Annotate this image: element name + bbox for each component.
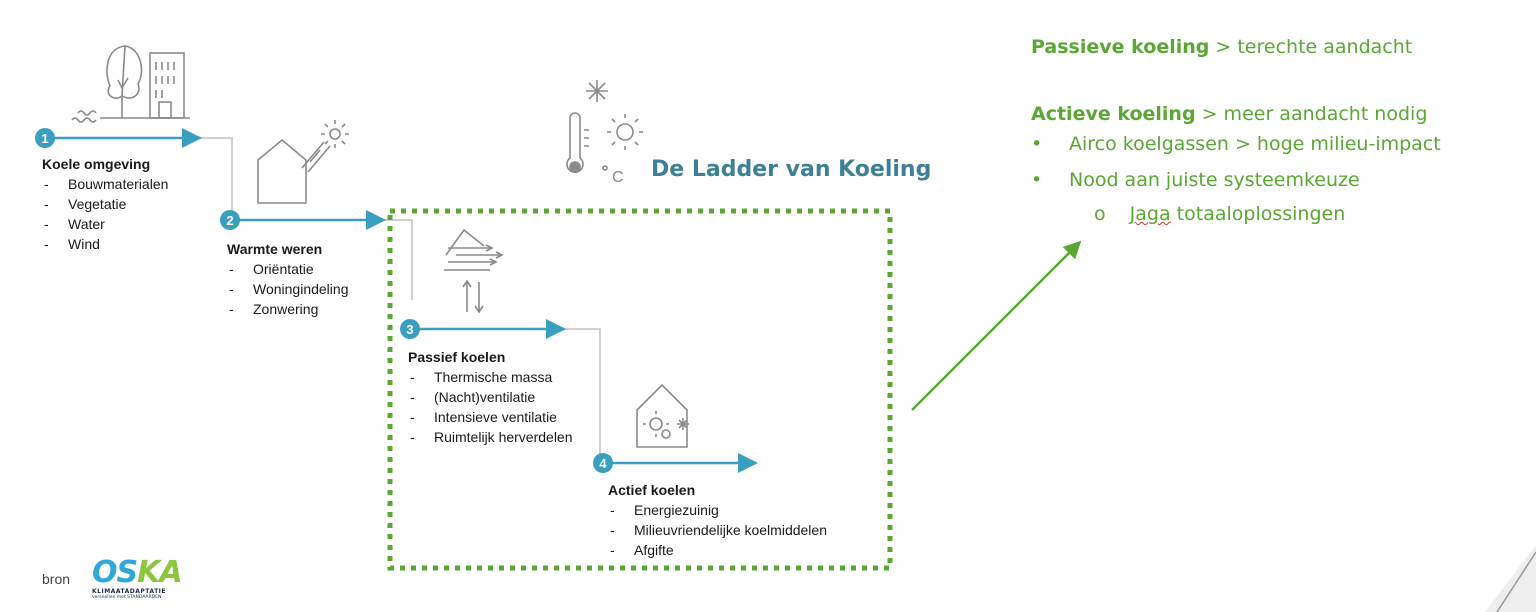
step-1-badge: 1 [35,128,55,148]
corner-decoration [1485,545,1536,612]
bullet-marker: • [1031,169,1043,191]
step-3-list: Thermische massa (Nacht)ventilatie Inten… [408,367,573,447]
step-4-title: Actief koelen [608,482,696,498]
active-cooling-house-icon [636,383,689,448]
step-3-badge: 3 [400,319,420,339]
list-item: Oriëntatie [227,259,348,279]
svg-text:4: 4 [599,456,607,471]
list-item: Wind [42,234,168,254]
ladder-title: De Ladder van Koeling [651,157,932,182]
thermometer-icon [566,80,643,173]
oska-logo-line1: KLIMAATADAPTATIE [92,588,167,595]
house-sun-icon [257,120,349,204]
oska-logo-line2: versnellen met STANDAARDEN [92,595,162,600]
active-cooling-line: Actieve koeling > meer aandacht nodig [1031,103,1427,125]
list-item: Thermische massa [408,367,573,387]
step-3-title: Passief koelen [408,349,506,365]
bullet-item: • Airco koelgassen > hoge milieu-impact [1031,133,1441,155]
bullet-marker: • [1031,133,1043,155]
jaga-word: Jaga [1129,203,1171,225]
sub-bullet-marker: o [1094,203,1106,225]
list-item: Woningindeling [227,279,348,299]
list-item: Intensieve ventilatie [408,407,573,427]
oska-logo-mark: KA [137,555,182,590]
svg-text:2: 2 [226,213,233,228]
passive-cooling-note: > terechte aandacht [1209,36,1413,58]
step-1-block: Koele omgeving Bouwmaterialen Vegetatie … [42,155,168,254]
step-2-badge: 2 [220,210,240,230]
pointer-arrow [911,240,1082,411]
sub-bullet-text: Jaga totaaloplossingen [1130,203,1346,225]
bullet-text: Nood aan juiste systeemkeuze [1069,169,1360,191]
list-item: Ruimtelijk herverdelen [408,427,573,447]
step-3-block: Passief koelen Thermische massa (Nacht)v… [408,348,573,447]
ventilation-house-icon [444,228,504,314]
sub-bullet-rest: totaaloplossingen [1170,203,1346,225]
passive-cooling-line: Passieve koeling > terechte aandacht [1031,36,1412,58]
step-2-list: Oriëntatie Woningindeling Zonwering [227,259,348,319]
step-1-title: Koele omgeving [42,156,151,172]
bullet-text: Airco koelgassen > hoge milieu-impact [1069,133,1441,155]
source-label: bron [42,571,71,587]
oska-logo-text: OSKA [92,555,183,590]
step-4-block: Actief koelen Energiezuinig Milieuvriend… [608,481,827,560]
list-item: Energiezuinig [608,500,827,520]
bullet-item: • Nood aan juiste systeemkeuze [1031,169,1360,191]
ladder-connectors [200,137,601,456]
oska-logo: OSKA KLIMAATADAPTATIE versnellen met STA… [92,555,183,601]
step-4-list: Energiezuinig Milieuvriendelijke koelmid… [608,500,827,560]
list-item: Milieuvriendelijke koelmiddelen [608,520,827,540]
step-1-list: Bouwmaterialen Vegetatie Water Wind [42,174,168,254]
active-cooling-label: Actieve koeling [1031,103,1196,125]
corner-decoration-line [1496,551,1536,612]
list-item: Water [42,214,168,234]
list-item: (Nacht)ventilatie [408,387,573,407]
list-item: Vegetatie [42,194,168,214]
svg-text:1: 1 [41,131,48,146]
list-item: Zonwering [227,299,348,319]
celsius-icon: C [612,169,624,186]
step-2-block: Warmte weren Oriëntatie Woningindeling Z… [227,240,348,319]
svg-text:3: 3 [406,322,413,337]
step-4-badge: 4 [593,453,613,473]
active-cooling-note: > meer aandacht nodig [1195,103,1428,125]
list-item: Bouwmaterialen [42,174,168,194]
oska-logo-mark: OS [92,555,138,590]
list-item: Afgifte [608,540,827,560]
passive-cooling-label: Passieve koeling [1031,36,1210,58]
sub-bullet-item: o Jaga totaaloplossingen [1094,203,1345,225]
tree-building-icon [71,45,190,123]
step-2-title: Warmte weren [227,241,323,257]
